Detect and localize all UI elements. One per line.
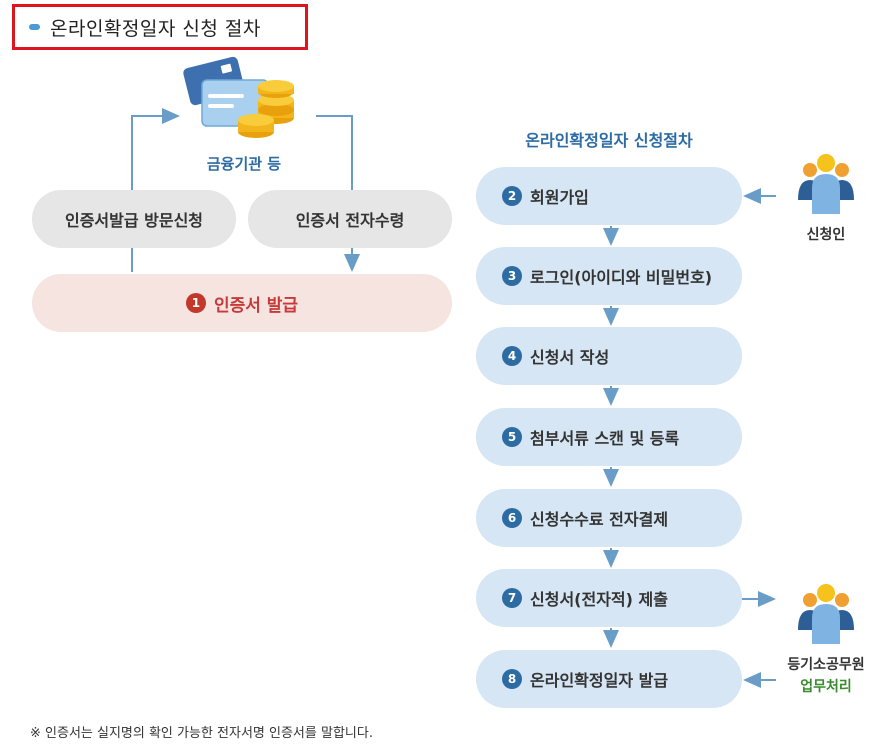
step-write-application: 4 신청서 작성 xyxy=(476,327,742,385)
step-number-badge: 6 xyxy=(502,508,522,528)
electronic-receive-pill: 인증서 전자수령 xyxy=(248,190,452,248)
step-login: 3 로그인(아이디와 비밀번호) xyxy=(476,247,742,305)
step-number-badge: 4 xyxy=(502,346,522,366)
step-label: 신청서 작성 xyxy=(530,348,610,367)
footnote: ※ 인증서는 실지명의 확인 가능한 전자서명 인증서를 말합니다. xyxy=(30,726,373,741)
certificate-issue-label: 인증서 발급 xyxy=(213,295,299,316)
step-number-badge: 8 xyxy=(502,669,522,689)
registry-official-label: 등기소공무원 xyxy=(787,657,865,673)
applicant-people-icon xyxy=(798,154,854,214)
step-number-badge: 1 xyxy=(185,293,206,313)
step-number-badge: 2 xyxy=(502,186,522,206)
step-number-badge: 7 xyxy=(502,588,522,608)
visit-request-pill: 인증서발급 방문신청 xyxy=(32,190,236,248)
step-number-badge: 3 xyxy=(502,266,522,286)
step-label: 신청수수료 전자결제 xyxy=(530,510,669,529)
registry-action-label: 업무처리 xyxy=(800,679,852,695)
step-number-badge: 5 xyxy=(502,427,522,447)
step-issue-fixed-date: 8 온라인확정일자 발급 xyxy=(476,650,742,708)
step-label: 로그인(아이디와 비밀번호) xyxy=(530,268,713,287)
step-attach-documents: 5 첨부서류 스캔 및 등록 xyxy=(476,408,742,466)
applicant-label: 신청인 xyxy=(806,227,846,243)
step-fee-payment: 6 신청수수료 전자결제 xyxy=(476,489,742,547)
section-title: 온라인확정일자 신청 절차 xyxy=(50,17,261,40)
title-bullet-icon xyxy=(29,24,40,30)
certificate-issue-pill: 1 인증서 발급 xyxy=(32,274,452,332)
step-signup: 2 회원가입 xyxy=(476,167,742,225)
step-label: 회원가입 xyxy=(530,188,589,207)
step-label: 신청서(전자적) 제출 xyxy=(530,590,668,609)
section-title-box: 온라인확정일자 신청 절차 xyxy=(12,4,308,50)
step-label: 첨부서류 스캔 및 등록 xyxy=(530,429,680,448)
registry-official-people-icon xyxy=(798,584,854,644)
step-submit-application: 7 신청서(전자적) 제출 xyxy=(476,569,742,627)
institution-label: 금융기관 등 xyxy=(206,155,282,173)
procedure-heading: 온라인확정일자 신청절차 xyxy=(525,131,693,150)
step-label: 온라인확정일자 발급 xyxy=(530,671,669,690)
bank-card-coins-icon xyxy=(183,56,294,138)
